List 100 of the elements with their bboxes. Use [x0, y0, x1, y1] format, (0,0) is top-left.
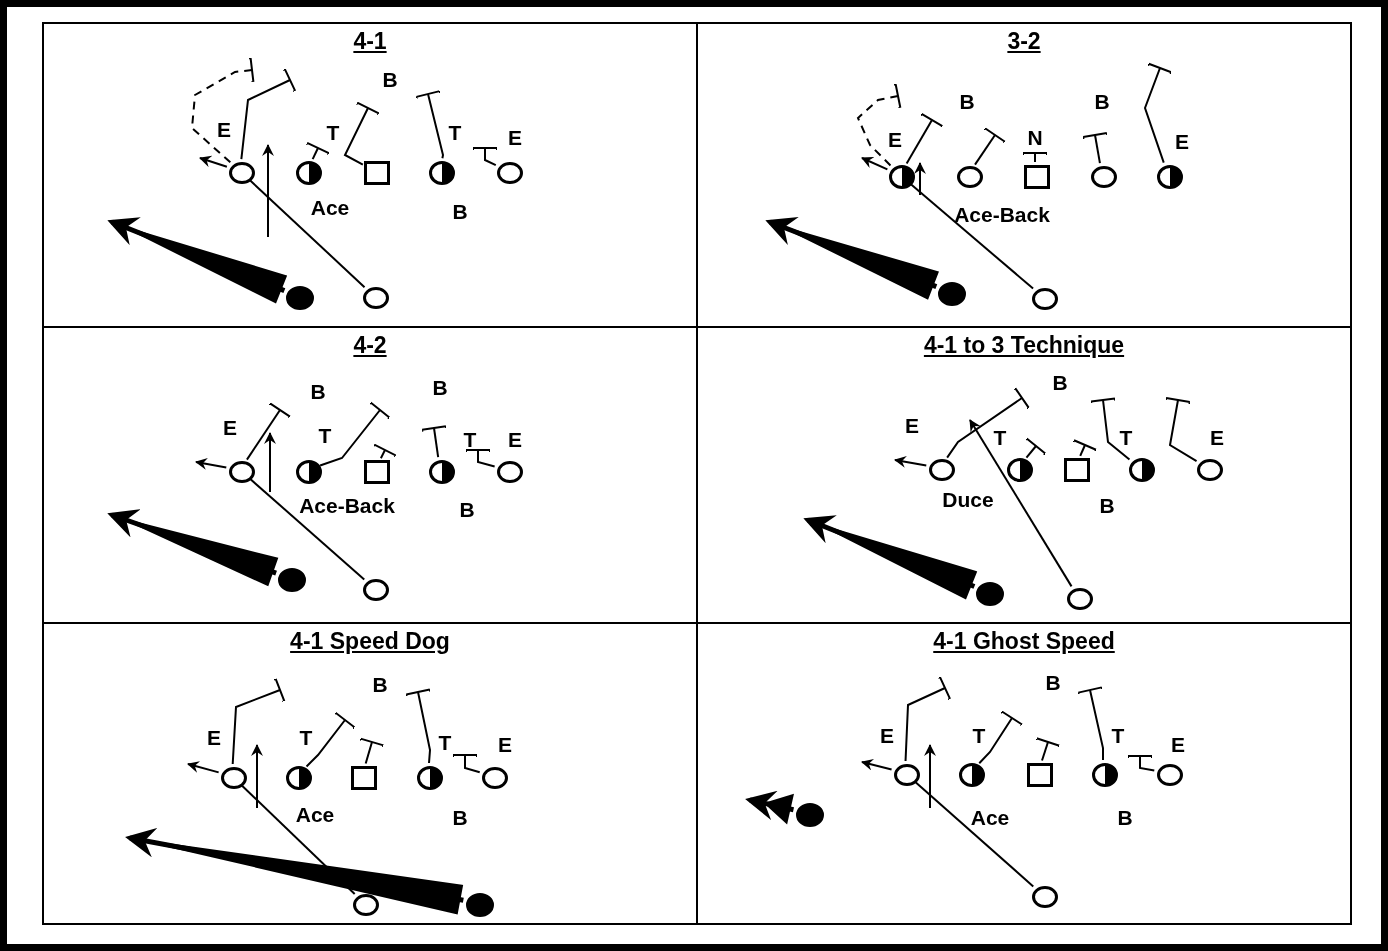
route-line [909, 182, 1035, 290]
half-filled-circle [296, 460, 322, 484]
block-line [905, 112, 944, 165]
player-circle [221, 767, 247, 789]
block-line [1090, 397, 1131, 461]
filled-circle [278, 568, 306, 592]
half-filled-circle [429, 460, 455, 484]
position-label: B [459, 498, 475, 522]
position-label: B [382, 68, 398, 92]
half-filled-circle [296, 161, 322, 185]
position-label: B [310, 380, 326, 404]
position-label: B [1052, 371, 1068, 395]
block-line [904, 676, 951, 762]
block-line [1127, 755, 1156, 772]
block-line [452, 754, 481, 774]
position-label: T [1111, 724, 1125, 748]
filled-circle [796, 803, 824, 827]
position-label: T [299, 726, 313, 750]
position-label: E [207, 726, 221, 750]
position-label: N [1027, 126, 1043, 150]
position-label: E [508, 428, 522, 452]
route-arrow [894, 456, 928, 468]
play-title: 4-1 Ghost Speed [933, 628, 1115, 655]
player-circle [229, 162, 255, 184]
player-circle [363, 579, 389, 601]
block-line [421, 425, 448, 459]
position-label: E [498, 733, 512, 757]
route-arrow [861, 157, 889, 171]
half-filled-circle [1157, 165, 1183, 189]
half-filled-circle [889, 165, 915, 189]
play-title: 3-2 [1007, 28, 1041, 55]
position-label: Ace [970, 806, 1010, 830]
player-circle [957, 166, 983, 188]
position-label: Ace-Back [954, 203, 1050, 227]
player-circle [894, 764, 920, 786]
position-label: T [326, 121, 340, 145]
route-line [913, 780, 1035, 888]
block-line [245, 402, 291, 461]
position-label: B [432, 376, 448, 400]
position-label: B [1117, 806, 1133, 830]
player-circle [497, 162, 523, 184]
position-label: B [1045, 671, 1061, 695]
block-line [358, 737, 385, 765]
diagram-panel [42, 622, 698, 925]
position-label: B [452, 200, 468, 224]
play-title: 4-2 [353, 332, 387, 359]
route-arrow [969, 419, 1073, 588]
block-line [1082, 131, 1109, 165]
player-circle [497, 461, 523, 483]
player-circle [1067, 588, 1093, 610]
position-label: T [993, 426, 1007, 450]
route-arrow [861, 758, 893, 771]
block-line [465, 449, 496, 468]
diagram-panel [696, 622, 1352, 925]
block-line [305, 711, 356, 768]
position-label: B [452, 806, 468, 830]
position-label: T [448, 121, 462, 145]
block-line [305, 141, 330, 161]
half-filled-circle [429, 161, 455, 185]
position-label: Ace [295, 803, 335, 827]
filled-circle [976, 582, 1004, 606]
player-square [1064, 458, 1090, 482]
block-line [372, 443, 397, 460]
player-circle [482, 767, 508, 789]
half-filled-circle [1007, 458, 1033, 482]
block-line [978, 710, 1024, 765]
position-label: T [438, 731, 452, 755]
block-line [1164, 396, 1198, 463]
route-arrow [199, 155, 228, 168]
position-label: B [1099, 494, 1115, 518]
block-line [240, 68, 297, 161]
position-label: T [972, 724, 986, 748]
player-circle [1091, 166, 1117, 188]
block-line [1022, 152, 1048, 163]
half-filled-circle [959, 763, 985, 787]
player-circle [1032, 886, 1058, 908]
position-label: B [1094, 90, 1110, 114]
player-circle [1032, 288, 1058, 310]
block-line [319, 401, 391, 467]
position-label: Ace [310, 196, 350, 220]
filled-circle [938, 282, 966, 306]
dashed-route [856, 83, 902, 167]
position-label: E [508, 126, 522, 150]
route-line [248, 477, 366, 581]
play-title: 4-1 Speed Dog [290, 628, 450, 655]
dashed-route [190, 57, 255, 164]
player-circle [229, 461, 255, 483]
route-arrow [195, 458, 228, 470]
filled-circle [466, 893, 494, 917]
position-label: E [880, 724, 894, 748]
position-label: E [888, 128, 902, 152]
position-label: E [223, 416, 237, 440]
position-label: E [905, 414, 919, 438]
diagram-panel [42, 22, 698, 328]
filled-circle [286, 286, 314, 310]
position-label: E [217, 118, 231, 142]
block-line [974, 127, 1006, 166]
block-line [405, 688, 432, 765]
route-line [248, 178, 366, 289]
player-circle [929, 459, 955, 481]
